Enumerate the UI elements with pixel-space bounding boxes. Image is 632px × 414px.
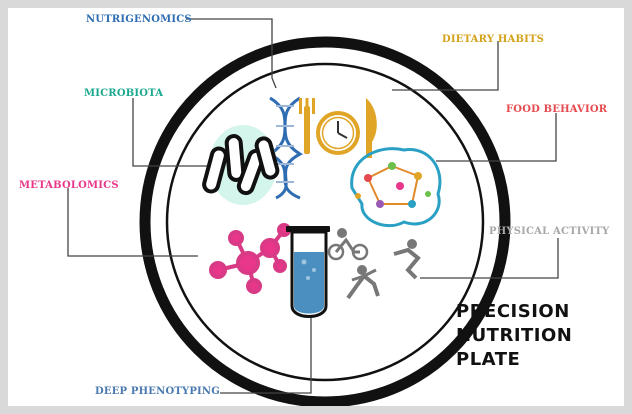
deep-phenotyping-connector xyxy=(220,306,312,394)
dietary-habits-connector xyxy=(392,41,499,91)
plate-outer-ring xyxy=(139,36,511,406)
physical-activity-connector xyxy=(420,238,559,279)
test-tube-icon xyxy=(286,226,330,318)
plate-inner-ring xyxy=(165,62,485,382)
label-metabolomics: METABOLOMICS xyxy=(19,180,119,191)
connector-lines xyxy=(67,18,559,394)
bacteria-icon xyxy=(202,125,280,205)
dna-helix-icon xyxy=(266,96,304,200)
food-behavior-connector xyxy=(436,113,557,162)
metabolomics-connector xyxy=(67,188,198,257)
diagram-frame: NUTRIGENOMICS DIETARY HABITS MICROBIOTA … xyxy=(8,8,624,406)
athletes-icon xyxy=(327,228,421,300)
microbiota-connector xyxy=(132,98,213,167)
brain-network-icon xyxy=(350,147,442,228)
molecule-icon xyxy=(209,223,291,294)
fork-clock-knife-icon xyxy=(299,98,377,158)
label-food-behavior: FOOD BEHAVIOR xyxy=(506,104,608,115)
precision-plate-diagram xyxy=(67,18,559,406)
label-nutrigenomics: NUTRIGENOMICS xyxy=(86,14,192,25)
nutrigenomics-connector xyxy=(186,18,277,89)
label-deep-phenotyping: DEEP PHENOTYPING xyxy=(95,386,221,397)
title-line-2: NUTRITION xyxy=(456,325,573,346)
label-microbiota: MICROBIOTA xyxy=(84,88,164,99)
label-dietary-habits: DIETARY HABITS xyxy=(442,34,545,45)
diagram-title: PRECISION NUTRITION PLATE xyxy=(456,300,572,372)
title-line-1: PRECISION xyxy=(456,301,570,322)
label-physical-activity: PHYSICAL ACTIVITY xyxy=(489,226,610,237)
title-line-3: PLATE xyxy=(456,349,521,370)
